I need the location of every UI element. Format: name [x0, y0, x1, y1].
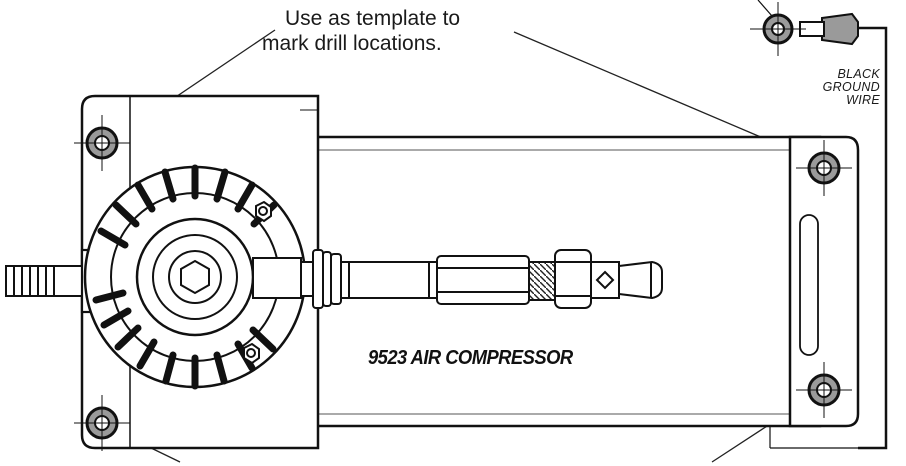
mounting-hole-bottom-left [74, 395, 130, 451]
model-label: 9523 AIR COMPRESSOR [368, 347, 573, 369]
compressor-head [83, 164, 307, 390]
mounting-hole-bottom-right [796, 362, 852, 418]
callout-line-2: mark drill locations. [262, 32, 442, 55]
ground-wire-label-line-1: BLACK [837, 67, 880, 81]
mounting-hole-top-left [74, 115, 130, 171]
ground-wire-label-line-2: GROUND [822, 80, 880, 94]
drill-template-callout: Use as template to mark drill locations. [262, 6, 522, 56]
head-bolts [243, 200, 272, 365]
outlet-fitting-assembly [300, 249, 663, 309]
right-mounting-plate [769, 135, 860, 449]
ground-wire-label-line-3: WIRE [846, 93, 880, 107]
cooling-fins [92, 164, 278, 390]
callout-line-1: Use as template to [285, 7, 461, 30]
ground-wire [750, 0, 888, 450]
mounting-hole-top-right [796, 140, 852, 196]
ground-wire-label: BLACK GROUND WIRE [790, 68, 880, 107]
